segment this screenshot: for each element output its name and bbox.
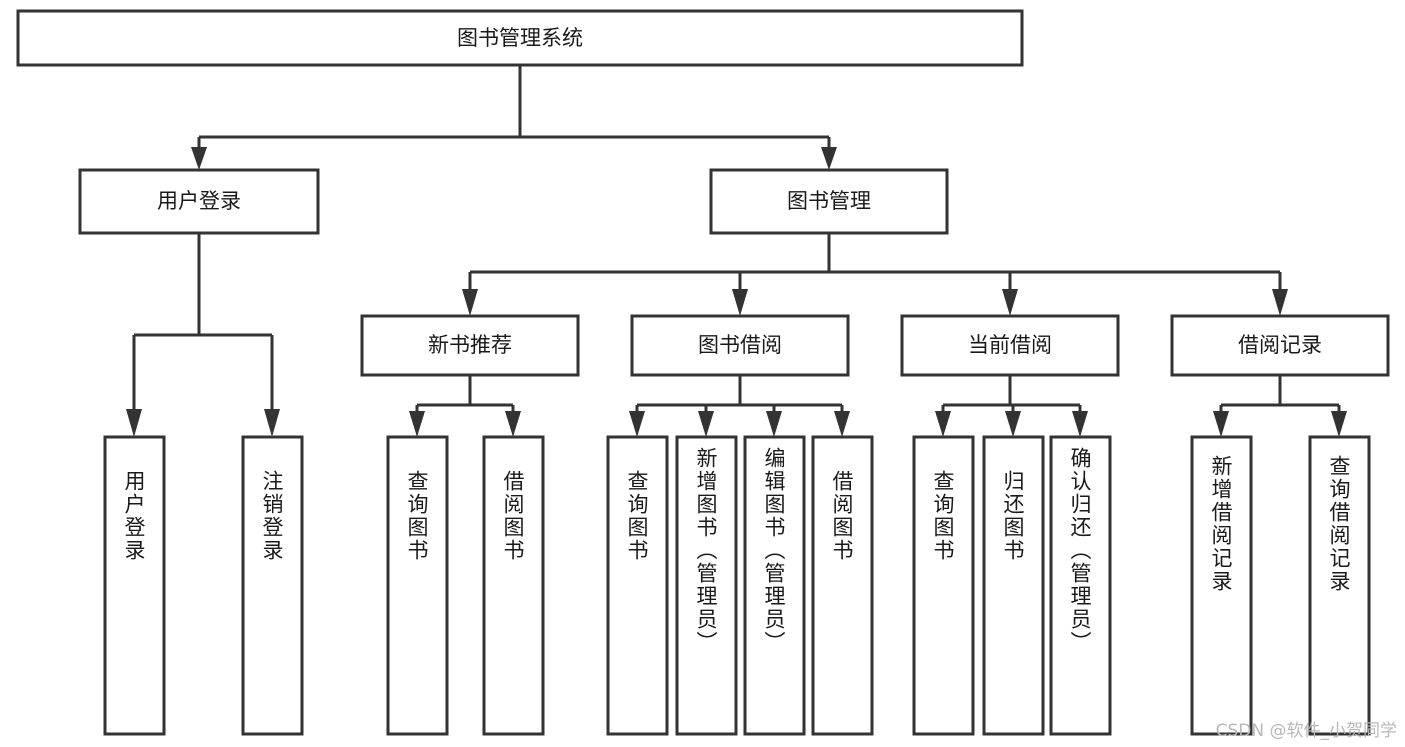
arrow-to-leaf-borrow-book-1 xyxy=(505,411,521,437)
edges-borrow-record-to-leaves xyxy=(1213,375,1347,437)
leaf-user-logout-label: 注销登录 xyxy=(260,470,284,562)
node-new-book-rec-box[interactable] xyxy=(360,314,580,377)
leaf-confirm-return-box[interactable] xyxy=(1049,435,1112,736)
node-root-label: 图书管理系统 xyxy=(457,26,583,50)
node-borrow-record[interactable]: 借阅记录 xyxy=(1170,314,1390,377)
arrow-to-leaf-query-book-2 xyxy=(629,411,645,437)
node-root[interactable]: 图书管理系统 xyxy=(16,9,1024,67)
arrow-to-leaf-edit-book xyxy=(766,411,782,437)
leaf-borrow-book-2-label: 借阅图书 xyxy=(830,470,854,562)
node-book-borrow-label: 图书借阅 xyxy=(698,333,782,357)
node-current-borrow-box[interactable] xyxy=(900,314,1120,377)
edges-user-login-to-leaves xyxy=(126,233,280,437)
leaf-add-record-label: 新增借阅记录 xyxy=(1209,455,1233,593)
arrow-to-leaf-return-book xyxy=(1005,411,1021,437)
edges-new-book-rec-to-leaves xyxy=(409,375,521,437)
edges-book-manage-to-level3 xyxy=(462,233,1288,316)
leaf-user-login-box[interactable] xyxy=(103,435,166,736)
leaf-edit-book-box[interactable] xyxy=(743,435,806,736)
node-current-borrow-label: 当前借阅 xyxy=(968,333,1052,357)
arrow-to-book-manage xyxy=(821,147,837,170)
node-new-book-rec[interactable]: 新书推荐 xyxy=(360,314,580,377)
node-root-box[interactable] xyxy=(16,9,1024,67)
leaf-add-record-box[interactable] xyxy=(1190,435,1253,736)
node-book-manage-box[interactable] xyxy=(709,168,949,235)
leaf-borrow-book-1-box[interactable] xyxy=(482,435,545,736)
arrow-to-borrow-record xyxy=(1272,289,1288,316)
leaf-query-book-3-box[interactable] xyxy=(912,435,975,736)
arrow-to-current-borrow xyxy=(1002,289,1018,316)
arrow-to-user-login xyxy=(191,147,207,170)
arrow-to-leaf-user-login xyxy=(126,409,142,437)
leaf-query-record-box[interactable] xyxy=(1308,435,1371,736)
leaf-node-boxes xyxy=(103,435,1371,736)
node-book-borrow-box[interactable] xyxy=(630,314,850,377)
node-user-login-box[interactable] xyxy=(78,168,320,235)
node-user-login-label: 用户登录 xyxy=(157,189,241,213)
arrow-to-leaf-borrow-book-2 xyxy=(834,411,850,437)
leaf-query-book-2-label: 查询图书 xyxy=(625,470,649,562)
arrow-to-leaf-add-book xyxy=(698,411,714,437)
node-book-manage-label: 图书管理 xyxy=(787,189,871,213)
leaf-borrow-book-1-label: 借阅图书 xyxy=(501,470,525,562)
node-current-borrow[interactable]: 当前借阅 xyxy=(900,314,1120,377)
node-book-manage[interactable]: 图书管理 xyxy=(709,168,949,235)
leaf-return-book-box[interactable] xyxy=(982,435,1045,736)
arrow-to-new-book-rec xyxy=(462,289,478,316)
leaf-add-book-box[interactable] xyxy=(675,435,738,736)
leaf-confirm-return-label: 确认归还（管理员） xyxy=(1068,447,1092,654)
leaf-query-book-1-box[interactable] xyxy=(386,435,449,736)
node-borrow-record-label: 借阅记录 xyxy=(1238,333,1322,357)
node-borrow-record-box[interactable] xyxy=(1170,314,1390,377)
arrow-to-book-borrow xyxy=(732,289,748,316)
leaf-node-labels: 用户登录 注销登录 查询图书 借阅图书 查询图书 新增图书（管理员） 编辑图书（… xyxy=(122,447,1351,654)
edges-current-borrow-to-leaves xyxy=(935,375,1088,437)
arrow-to-leaf-confirm-return xyxy=(1072,411,1088,437)
leaf-user-logout-box[interactable] xyxy=(241,435,304,736)
arrow-to-leaf-query-record xyxy=(1331,411,1347,437)
node-user-login[interactable]: 用户登录 xyxy=(78,168,320,235)
edges-root-to-level2 xyxy=(191,65,837,170)
arrow-to-leaf-query-book-3 xyxy=(935,411,951,437)
leaf-return-book-label: 归还图书 xyxy=(1001,470,1025,562)
leaf-query-book-2-box[interactable] xyxy=(606,435,669,736)
arrow-to-leaf-user-logout xyxy=(264,409,280,437)
arrow-to-leaf-add-record xyxy=(1213,411,1229,437)
leaf-query-book-1-label: 查询图书 xyxy=(405,470,429,562)
node-new-book-rec-label: 新书推荐 xyxy=(428,333,512,357)
leaf-query-record-label: 查询借阅记录 xyxy=(1327,455,1351,593)
edges-book-borrow-to-leaves xyxy=(629,375,850,437)
arrow-to-leaf-query-book-1 xyxy=(409,411,425,437)
leaf-user-login-label: 用户登录 xyxy=(122,470,146,562)
leaf-query-book-3-label: 查询图书 xyxy=(931,470,955,562)
leaf-edit-book-label: 编辑图书（管理员） xyxy=(762,447,786,654)
node-book-borrow[interactable]: 图书借阅 xyxy=(630,314,850,377)
leaf-add-book-label: 新增图书（管理员） xyxy=(694,447,718,654)
leaf-borrow-book-2-box[interactable] xyxy=(811,435,874,736)
